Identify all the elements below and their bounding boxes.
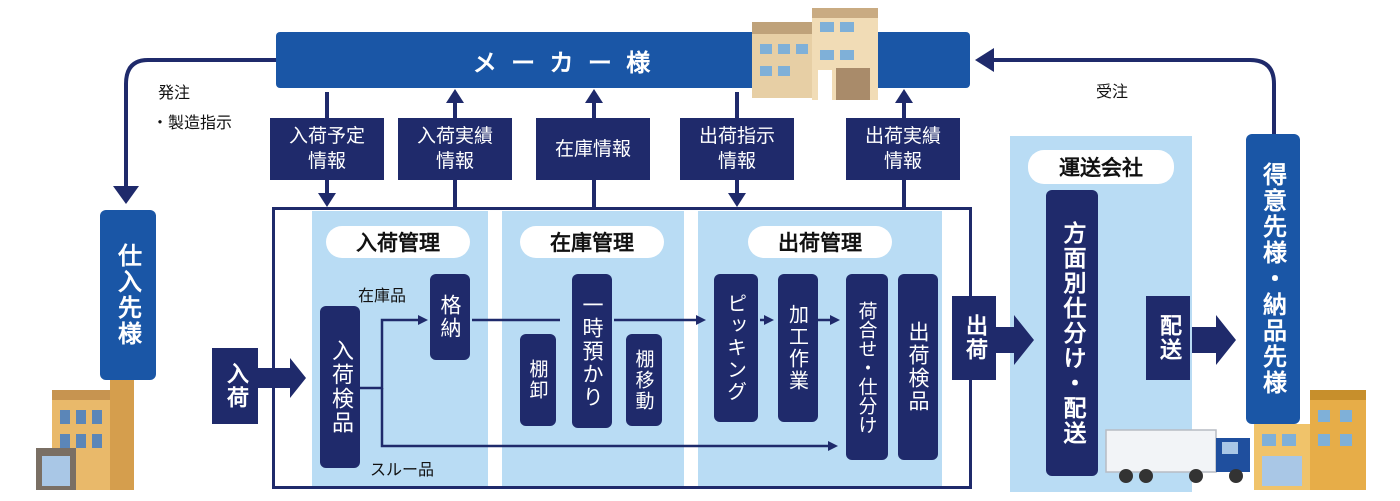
- section-outbound-mgmt: 出荷管理: [748, 226, 892, 258]
- info-box-shipping-result: 出荷実績 情報: [846, 118, 960, 180]
- process-processing-label: 加工作業: [785, 304, 810, 392]
- inbound-arrow: [258, 358, 306, 398]
- info-box-line1: 在庫情報: [554, 137, 631, 160]
- process-storage: 格納: [430, 274, 470, 360]
- process-storage-label: 格納: [438, 294, 462, 340]
- label-through-item: スルー品: [370, 460, 435, 479]
- transport-company-pill: 運送会社: [1028, 150, 1174, 184]
- shipping-box: 出荷: [952, 296, 996, 380]
- transport-sorting-box: 方面別仕分け・配送: [1046, 190, 1098, 476]
- label-stock-item: 在庫品: [358, 286, 407, 305]
- info-box-shipping-instruction: 出荷指示 情報: [680, 118, 794, 180]
- process-inventory-label: 棚卸: [526, 359, 549, 401]
- customer-box: 得意先様・納品先様: [1246, 134, 1300, 424]
- process-inspection-in: 入荷検品: [320, 306, 360, 468]
- info-box-inbound-plan: 入荷予定 情報: [270, 118, 384, 180]
- order-label-line1: 発注: [158, 83, 191, 102]
- shipping-arrow: [994, 315, 1034, 365]
- customer-label: 得意先様・納品先様: [1258, 162, 1287, 396]
- info-box-line1: 入荷実績: [416, 125, 493, 147]
- process-consolidation: 荷合せ・仕分け: [846, 274, 888, 460]
- delivery-box: 配送: [1146, 296, 1190, 380]
- order-arrow-right: [990, 58, 1276, 136]
- info-box-line1: 入荷予定: [288, 125, 365, 147]
- process-inspection-in-label: 入荷検品: [328, 339, 353, 435]
- inbound-label: 入荷: [223, 362, 248, 410]
- supplier-box: 仕入先様: [100, 210, 156, 380]
- supplier-label: 仕入先様: [113, 243, 142, 347]
- inbound-box: 入荷: [212, 348, 258, 424]
- process-picking: ピッキング: [714, 274, 758, 422]
- section-inbound-mgmt: 入荷管理: [326, 226, 470, 258]
- info-box-line1: 出荷指示: [698, 125, 775, 147]
- info-box-inbound-result: 入荷実績 情報: [398, 118, 512, 180]
- order-arrow-right-head: [975, 48, 994, 72]
- info-box-line2: 情報: [307, 150, 346, 172]
- delivery-label: 配送: [1156, 314, 1181, 362]
- process-temp-storage-label: 一時預かり: [580, 293, 604, 409]
- process-temp-storage: 一時預かり: [572, 274, 612, 428]
- order-arrow-left-head: [113, 186, 139, 204]
- process-inspection-out: 出荷検品: [898, 274, 938, 460]
- info-box-line1: 出荷実績: [864, 125, 941, 147]
- order-arrow-left: [124, 58, 276, 192]
- section-stock-mgmt: 在庫管理: [520, 226, 664, 258]
- order-label-line2: ・製造指示: [152, 113, 233, 132]
- process-relocation: 棚移動: [626, 334, 662, 426]
- info-box-line2: 情報: [717, 150, 756, 172]
- transport-sorting-label: 方面別仕分け・配送: [1059, 220, 1085, 446]
- shipping-label: 出荷: [962, 314, 987, 362]
- order-label-left: 発注 ・製造指示: [152, 78, 232, 138]
- process-consolidation-label: 荷合せ・仕分け: [855, 300, 878, 434]
- delivery-arrow: [1192, 315, 1236, 365]
- info-box-line2: 情報: [883, 150, 922, 172]
- maker-label: メ ー カ ー 様: [472, 48, 654, 77]
- info-box-stock: 在庫情報: [536, 118, 650, 180]
- process-relocation-label: 棚移動: [632, 348, 655, 412]
- process-inventory: 棚卸: [520, 334, 556, 426]
- process-picking-label: ピッキング: [723, 293, 748, 403]
- process-inspection-out-label: 出荷検品: [906, 321, 930, 413]
- order-label-right: 受注: [1096, 82, 1129, 101]
- process-processing: 加工作業: [778, 274, 818, 422]
- info-box-line2: 情報: [435, 150, 474, 172]
